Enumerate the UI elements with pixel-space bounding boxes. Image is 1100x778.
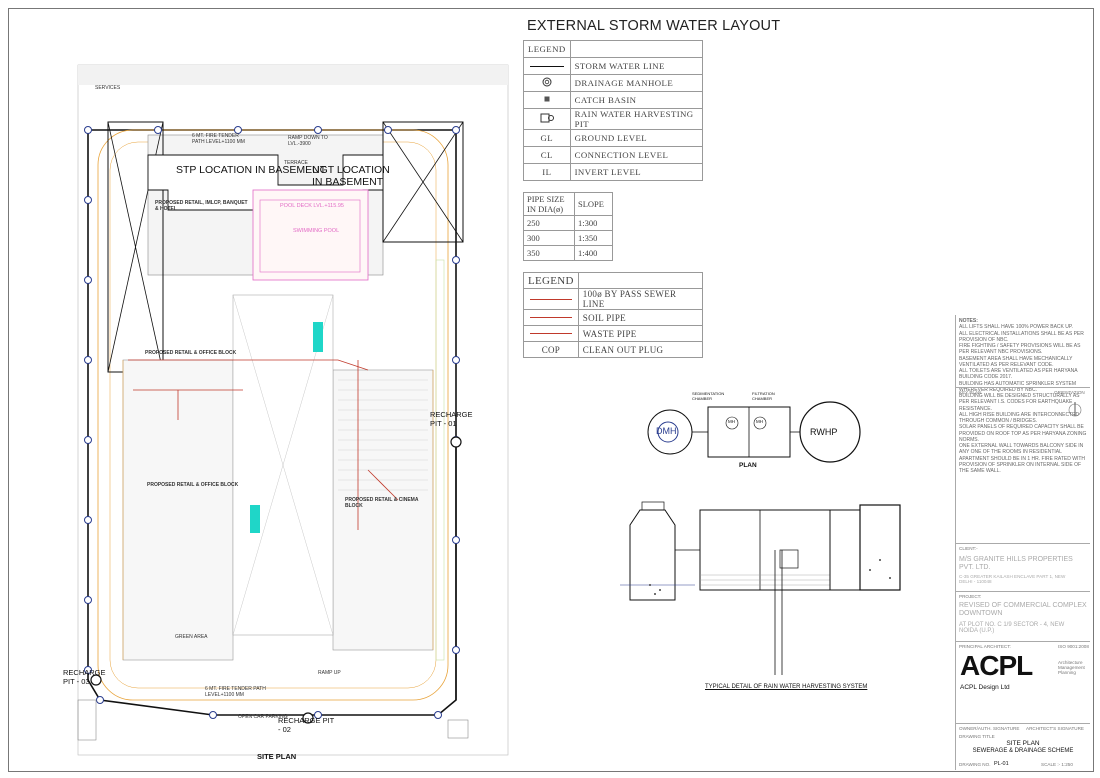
client-address: C-35 GREATER KAILASH ENCLAVE PART 1, NEW… xyxy=(959,574,1066,584)
terrace-label: TERRACE xyxy=(284,160,308,166)
firm-tagline: Architecture Management Planning xyxy=(1058,660,1085,675)
site-plan-drawing xyxy=(77,64,509,756)
project-address: AT PLOT NO. C 1/9 SECTOR - 4, NEW NOIDA … xyxy=(959,622,1065,634)
legend-row: RAIN WATER HARVESTING PIT xyxy=(523,108,704,130)
retail-cinema-block xyxy=(332,369,434,651)
notes: NOTES: ALL LIFTS SHALL HAVE 100% POWER B… xyxy=(959,318,1087,474)
bypass-line-icon xyxy=(530,298,572,300)
rwhp-label: RWHP xyxy=(810,427,838,437)
fire-path-top-label: 6 MT. FIRE TENDER PATH LEVEL+1100 MM xyxy=(192,133,245,145)
sedimentation-label: SEDIMENTATION CHAMBER xyxy=(692,391,725,401)
open-car-label: OPEN CAR PARKING xyxy=(238,714,288,720)
pool-deck xyxy=(252,189,369,281)
architect-signature: ARCHITECT'S SIGNATURE xyxy=(1026,726,1084,731)
swimming-pool-label: SWIMMING POOL xyxy=(293,228,340,234)
green-area-label: GREEN AREA xyxy=(175,634,208,640)
drawing-number: PL-01 xyxy=(994,761,1009,767)
legend2-row: SOIL PIPE xyxy=(523,309,704,326)
key-plan-label: KEY PLAN xyxy=(959,390,982,395)
rwh-detail-caption: TYPICAL DETAIL OF RAIN WATER HARVESTING … xyxy=(705,684,868,690)
site-plan-caption: SITE PLAN xyxy=(257,752,297,761)
dmh-label: DMH xyxy=(656,426,677,436)
manhole-icon xyxy=(542,77,552,87)
fire-path-bottom-label: 6 MT. FIRE TENDER PATH LEVEL+1100 MM xyxy=(205,686,266,698)
storm-line-icon xyxy=(530,65,564,67)
legend2-header: LEGEND xyxy=(523,272,579,289)
legend2-row: WASTE PIPE xyxy=(523,325,704,342)
mh-label-2: MH xyxy=(756,419,763,424)
legend2-row: 100ø BY PASS SEWER LINE xyxy=(523,288,704,310)
drawing-subtitle: SEWERAGE & DRAINAGE SCHEME xyxy=(972,748,1074,754)
legend-header: LEGEND xyxy=(523,40,571,58)
services-label: SERVICES xyxy=(95,85,121,91)
block4-label: PROPOSED RETAIL & CINEMA BLOCK xyxy=(345,497,419,509)
soil-pipe-icon xyxy=(530,317,572,318)
sewer-legend-table: LEGEND 100ø BY PASS SEWER LINE SOIL PIPE… xyxy=(523,272,704,358)
ugt-label: UGT LOCATION IN BASEMENT xyxy=(312,164,390,188)
pool-deck-label: POOL DECK LVL.+115.95 xyxy=(280,203,344,209)
rwh-plan-detail xyxy=(647,401,861,463)
sewer-lines xyxy=(128,359,399,530)
drawing-title: SITE PLAN xyxy=(1006,740,1040,747)
stp-label: STP LOCATION IN BASEMENT xyxy=(176,164,327,176)
filtration-label: FILTRATION CHAMBER xyxy=(752,391,775,401)
catch-basin-icon xyxy=(544,96,550,102)
title-block: NOTES: ALL LIFTS SHALL HAVE 100% POWER B… xyxy=(955,315,1090,770)
waste-pipe-icon xyxy=(530,333,572,334)
legend-row: CATCH BASIN xyxy=(523,91,704,109)
client-name: M/S GRANITE HILLS PROPERTIES PVT. LTD. xyxy=(959,556,1073,571)
rwhp-icon xyxy=(540,113,554,123)
storm-water-line xyxy=(87,129,457,716)
owner-signature: OWNER/AUTH. SIGNATURE xyxy=(959,726,1020,731)
mh-label-1: MH xyxy=(728,419,735,424)
drawing-sheet-border xyxy=(8,8,1094,772)
drawing-scale: SCALE :- 1:250 xyxy=(1041,762,1073,767)
cyan-shaft xyxy=(313,322,323,352)
block1-label: PROPOSED RETAIL, IMLCP, BANQUET & HOTEL xyxy=(155,200,248,212)
rwh-section-detail xyxy=(620,501,901,675)
ramp-down-label: RAMP DOWN TO LVL.-3900 xyxy=(288,135,328,147)
north-arrow-icon xyxy=(1068,402,1082,417)
plan-caption: PLAN xyxy=(739,462,757,469)
legend-row: DRAINAGE MANHOLE xyxy=(523,74,704,92)
recharge-pit-2-label: RECHARGE PIT - 02 xyxy=(278,716,335,734)
orientation-label: ORIENTATION xyxy=(1054,390,1085,395)
driveway-edge xyxy=(97,129,449,701)
legend-title: EXTERNAL STORM WATER LAYOUT xyxy=(527,18,781,34)
recharge-pit-1-label: RECHARGE PIT - 01 xyxy=(430,410,473,428)
block3-label: PROPOSED RETAIL & OFFICE BLOCK xyxy=(147,482,239,488)
firm-name: ACPL Design Ltd xyxy=(960,684,1010,691)
legend-row: STORM WATER LINE xyxy=(523,57,704,75)
recharge-pit-3-label: RECHARGE PIT - 03 xyxy=(63,668,106,686)
legend-table: LEGEND STORM WATER LINE DRAINAGE MANHOLE… xyxy=(523,40,704,181)
acpl-logo: ACPL xyxy=(960,650,1033,681)
project-name: REVISED OF COMMERCIAL COMPLEX DOWNTOWN xyxy=(959,602,1087,617)
block2-label: PROPOSED RETAIL & OFFICE BLOCK xyxy=(145,350,237,356)
ramp-up-label: RAMP UP xyxy=(318,670,341,676)
